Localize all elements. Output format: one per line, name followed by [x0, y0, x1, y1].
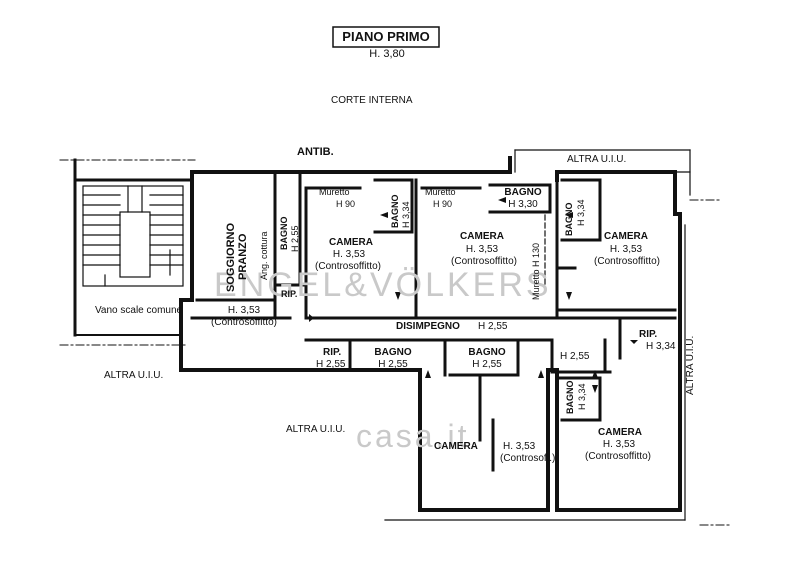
soggiorno-height: H. 3,53: [227, 305, 261, 316]
corte-interna-label: CORTE INTERNA: [331, 95, 413, 106]
neighbor-boundary: [384, 149, 691, 521]
plan-title: PIANO PRIMO: [342, 29, 430, 44]
plan-height: H. 3,80: [369, 48, 405, 60]
rip-c-label: RIP.: [323, 347, 342, 358]
exterior-walls: [179, 156, 682, 512]
bagno-f-label: BAGNO: [468, 347, 506, 358]
title-box: [332, 26, 440, 48]
pranzo-label: PRANZO: [237, 233, 249, 280]
altra-uiu-left-label: ALTRA U.I.U.: [104, 370, 164, 381]
camera2-note: (Controsoffitto): [451, 256, 517, 267]
staircase: [73, 158, 194, 337]
bagno-c-label: BAGNO: [504, 187, 542, 198]
rip-a-label: RIP.: [281, 289, 298, 299]
camera5-note: (Controsoff.): [500, 453, 556, 464]
bagno-c-height: H 3,30: [508, 199, 538, 210]
soggiorno-note: (Controsoffitto): [211, 317, 277, 328]
camera3-note: (Controsoffitto): [594, 256, 660, 267]
camera1-label: CAMERA: [329, 237, 373, 248]
disimpegno-height: H 2,55: [478, 321, 508, 332]
camera2-muretto-v: Muretto H 130: [531, 242, 541, 300]
altra-uiu-right-label: ALTRA U.I.U.: [685, 335, 696, 395]
camera1-muretto-h: H 90: [336, 199, 356, 209]
rip-c-height: H 2,55: [316, 359, 346, 370]
door-arrows: [309, 197, 638, 393]
bagno-b-height: H 3,34: [401, 201, 411, 228]
camera2-muretto: Muretto: [425, 187, 456, 197]
bagno-a-label: BAGNO: [279, 216, 289, 251]
camera5-label: CAMERA: [434, 441, 478, 452]
rip-b-label: RIP.: [639, 329, 658, 340]
disimpegno-label: DISIMPEGNO: [396, 321, 460, 332]
camera1-muretto: Muretto: [319, 187, 350, 197]
angolo-cottura-label: Ang. cottura: [259, 231, 269, 280]
camera4-label: CAMERA: [598, 427, 642, 438]
watermark-site: casa.it: [356, 418, 470, 454]
rip-b-height: H 3,34: [646, 341, 676, 352]
axis-marks: [59, 159, 731, 526]
camera5-height: H. 3,53: [503, 441, 536, 452]
bagno-g-label: BAGNO: [565, 380, 575, 415]
altra-uiu-top-label: ALTRA U.I.U.: [567, 154, 627, 165]
watermark-brand: ENGEL&VÖLKERS: [214, 266, 552, 304]
bagno-a-height: H 2,55: [290, 225, 300, 252]
camera1-note: (Controsoffitto): [315, 261, 381, 272]
bagno-e-label: BAGNO: [374, 347, 412, 358]
altra-uiu-bottom-label: ALTRA U.I.U.: [286, 424, 346, 435]
camera2-label: CAMERA: [460, 231, 504, 242]
bagno-b-label: BAGNO: [390, 194, 400, 229]
bagno-d-label: BAGNO: [564, 202, 574, 237]
camera3-label: CAMERA: [604, 231, 648, 242]
camera2-muretto-h: H 90: [433, 199, 453, 209]
small-room-height: H 2,55: [560, 351, 590, 362]
camera3-height: H. 3,53: [609, 244, 643, 255]
bagno-d-height: H 3,34: [576, 199, 586, 226]
camera1-height: H. 3,53: [332, 249, 366, 260]
camera4-note: (Controsoffitto): [585, 451, 651, 462]
bagno-g-height: H 3,34: [577, 383, 587, 410]
bagno-e-height: H 2,55: [378, 359, 408, 370]
bagno-f-height: H 2,55: [472, 359, 502, 370]
interior-walls: [190, 170, 677, 472]
vano-scale-label: Vano scale comune: [95, 305, 183, 316]
antib-label: ANTIB.: [297, 146, 334, 158]
camera4-height: H. 3,53: [602, 439, 636, 450]
camera2-height: H. 3,53: [465, 244, 499, 255]
soggiorno-label: SOGGIORNO: [225, 222, 237, 292]
